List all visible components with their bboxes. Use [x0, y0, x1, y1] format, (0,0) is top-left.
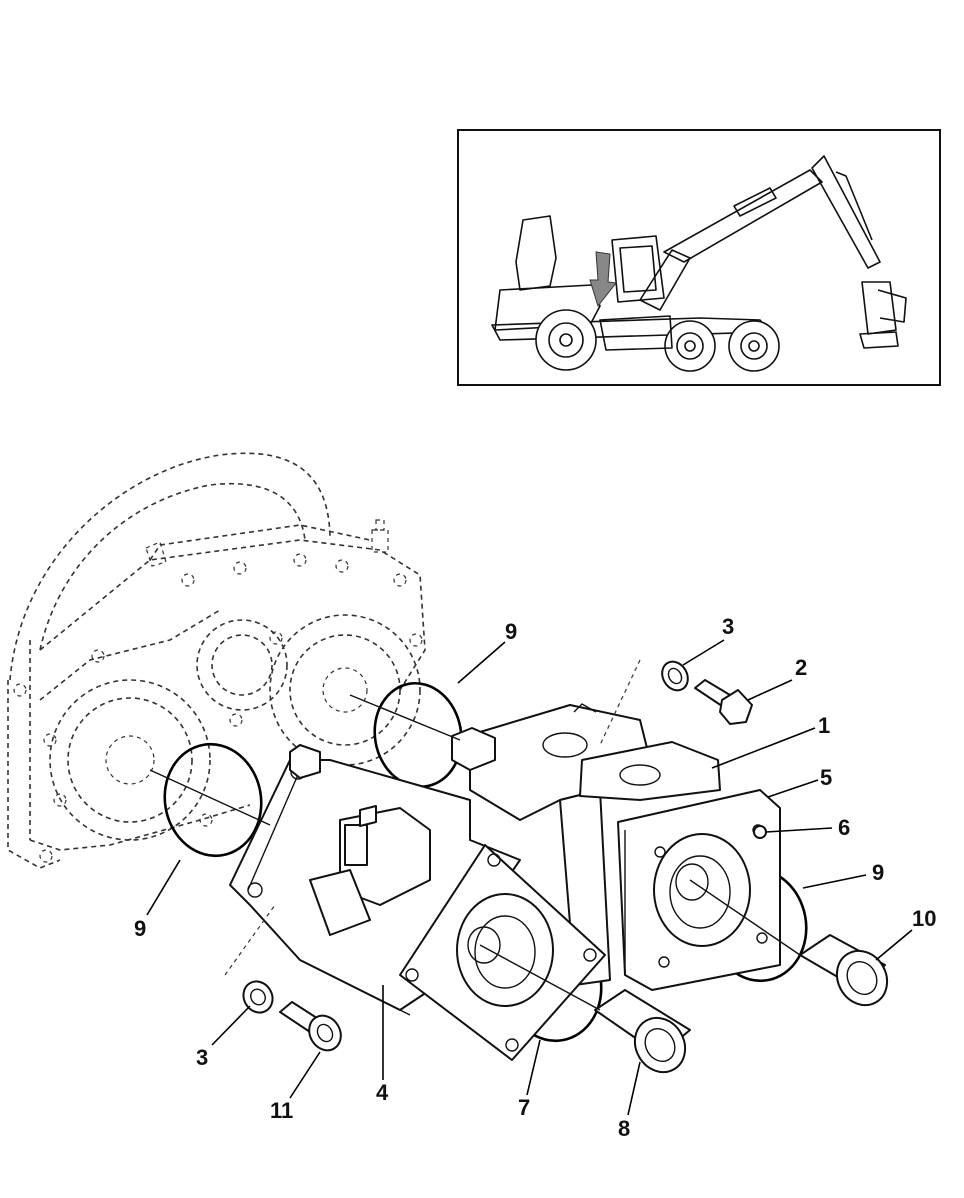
leader-6 — [765, 827, 833, 833]
coupling-sleeve-10 — [799, 934, 889, 1007]
callout-9-right: 9 — [872, 860, 884, 885]
washer-3-top — [661, 660, 689, 692]
leader-5 — [767, 779, 819, 798]
coupling-sleeve-8 — [594, 989, 691, 1074]
callout-1: 1 — [818, 713, 830, 738]
callout-3-top: 3 — [722, 614, 734, 639]
location-arrow-icon — [589, 251, 617, 308]
plug-6 — [753, 825, 767, 839]
transmission-housing-ghost — [7, 452, 426, 869]
o-ring-9-top — [373, 681, 463, 789]
location-inset — [457, 129, 941, 386]
leader-9b — [146, 859, 181, 916]
adapter-flange-5 — [617, 789, 781, 991]
bolt-2 — [694, 679, 753, 725]
callout-2: 2 — [795, 655, 807, 680]
leader-9c — [802, 874, 867, 889]
leader-2 — [747, 679, 793, 701]
washer-3-bottom — [242, 980, 274, 1014]
callout-6: 6 — [838, 815, 850, 840]
axis-line-right — [689, 879, 801, 956]
callout-9-left: 9 — [134, 916, 146, 941]
axis-line-left — [149, 769, 271, 826]
o-ring-9-left — [163, 742, 263, 858]
callout-10: 10 — [912, 906, 936, 931]
bolt-11 — [279, 1001, 342, 1052]
leader-1 — [711, 727, 816, 769]
axis-line-top — [349, 694, 461, 741]
axis-line-front — [479, 944, 601, 1011]
leader-3b — [211, 1005, 251, 1046]
leader-7 — [526, 1039, 541, 1096]
callout-11: 11 — [270, 1098, 293, 1123]
callout-7: 7 — [518, 1095, 530, 1120]
callout-4: 4 — [376, 1080, 389, 1105]
harvester-machine-illustration — [491, 155, 907, 372]
callout-5: 5 — [820, 765, 832, 790]
leader-10 — [875, 929, 913, 961]
leader-11 — [289, 1051, 321, 1099]
leader-3a — [682, 639, 725, 666]
leader-8 — [627, 1061, 641, 1116]
callout-3-bottom: 3 — [196, 1045, 208, 1070]
callout-9-top: 9 — [505, 619, 517, 644]
callout-8: 8 — [618, 1116, 630, 1141]
leader-9a — [457, 641, 506, 684]
dashed-axis-bottom-bolt — [224, 904, 276, 976]
main-pump-4 — [229, 727, 606, 1061]
